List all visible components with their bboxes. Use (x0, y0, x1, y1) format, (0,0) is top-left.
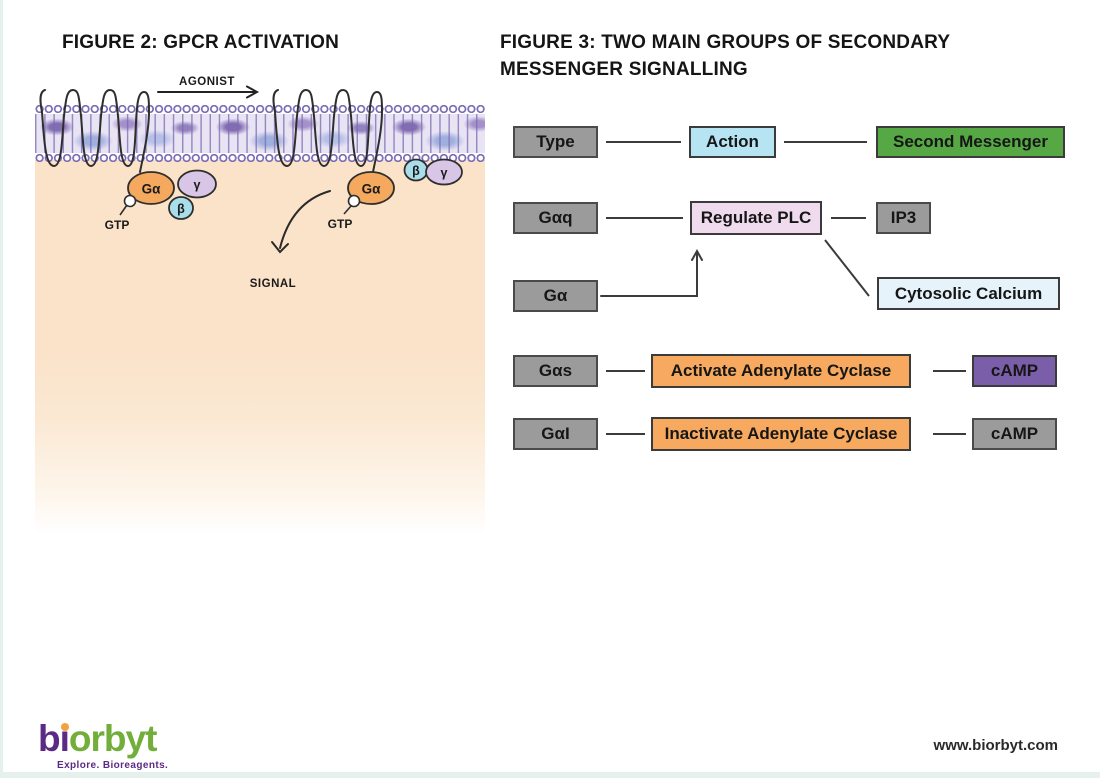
gtp-label: GTP (105, 218, 130, 232)
logo-letter-i: ı (59, 718, 70, 760)
box-camp-gray: cAMP (972, 418, 1057, 450)
membrane-core (35, 114, 485, 153)
agonist-label: AGONIST (179, 76, 235, 88)
gamma-label: γ (441, 166, 448, 180)
signal-arrow-icon (271, 190, 331, 254)
gamma-subunit (177, 169, 217, 199)
box-gaq: Gαq (513, 202, 598, 234)
box-camp-purple: cAMP (972, 355, 1057, 387)
gpcr-receptor-2 (272, 88, 384, 173)
logo-orange-dot-icon (60, 723, 69, 731)
g-alpha-subunit (347, 171, 395, 205)
box-regulate-plc: Regulate PLC (690, 201, 822, 235)
g-alpha-subunit (127, 171, 175, 205)
lipid-bilayer-membrane (35, 104, 485, 163)
box-action: Action (689, 126, 776, 158)
box-ga: Gα (513, 280, 598, 312)
cytoplasm-background (35, 160, 485, 535)
figure3-title-line2: MESSENGER SIGNALLING (500, 59, 748, 80)
beta-subunit (168, 196, 194, 220)
website-url: www.biorbyt.com (933, 737, 1058, 754)
gpcr-diagram: AGONIST SIGNAL Gα γ β GTP (39, 76, 463, 290)
g-protein-complex-2: Gα β γ GTP (328, 158, 463, 231)
logo-tagline: Explore. Bioreagents. (57, 760, 169, 771)
connector-plc-calcium (824, 239, 870, 297)
box-cytosolic-calcium: Cytosolic Calcium (877, 277, 1060, 310)
gamma-subunit (425, 158, 463, 186)
agonist-arrow-icon (157, 85, 260, 99)
gpcr-receptor-1 (39, 88, 151, 173)
g-protein-complex-1: Gα γ β GTP (105, 169, 217, 232)
g-alpha-label: Gα (142, 182, 162, 197)
gtp-molecule-icon (347, 194, 361, 208)
box-type: Type (513, 126, 598, 158)
bottom-edge-strip (0, 772, 1100, 778)
beta-label: β (412, 164, 420, 178)
membrane-inner-head-row (35, 153, 485, 163)
logo-text-b: b (38, 718, 61, 759)
logo-text-orbyt: orbyt (68, 718, 157, 759)
gamma-label: γ (194, 178, 201, 192)
box-inactivate-adenylate-cyclase: Inactivate Adenylate Cyclase (651, 417, 911, 451)
gtp-stem (343, 205, 352, 215)
logo-dotless-i: ı (59, 718, 70, 759)
gtp-molecule-icon (123, 194, 137, 208)
box-ip3: IP3 (876, 202, 931, 234)
flowchart-connectors (600, 141, 966, 435)
figure3-title: FIGURE 3: TWO MAIN GROUPS OF SECONDARY M… (500, 29, 1060, 83)
box-activate-adenylate-cyclase: Activate Adenylate Cyclase (651, 354, 911, 388)
g-alpha-label: Gα (362, 182, 382, 197)
gtp-label: GTP (328, 217, 353, 231)
figure3-title-line1: FIGURE 3: TWO MAIN GROUPS OF SECONDARY (500, 32, 951, 53)
membrane-outer-head-row (35, 104, 485, 114)
figure2-title: FIGURE 2: GPCR ACTIVATION (62, 32, 339, 53)
elbow-arrow-ga-plc (600, 248, 703, 297)
box-gas: Gαs (513, 355, 598, 387)
gtp-stem (119, 204, 128, 216)
left-edge-strip (0, 0, 3, 778)
beta-label: β (177, 202, 185, 216)
box-gai: GαI (513, 418, 598, 450)
box-second-messenger: Second Messenger (876, 126, 1065, 158)
signal-label: SIGNAL (250, 278, 296, 290)
